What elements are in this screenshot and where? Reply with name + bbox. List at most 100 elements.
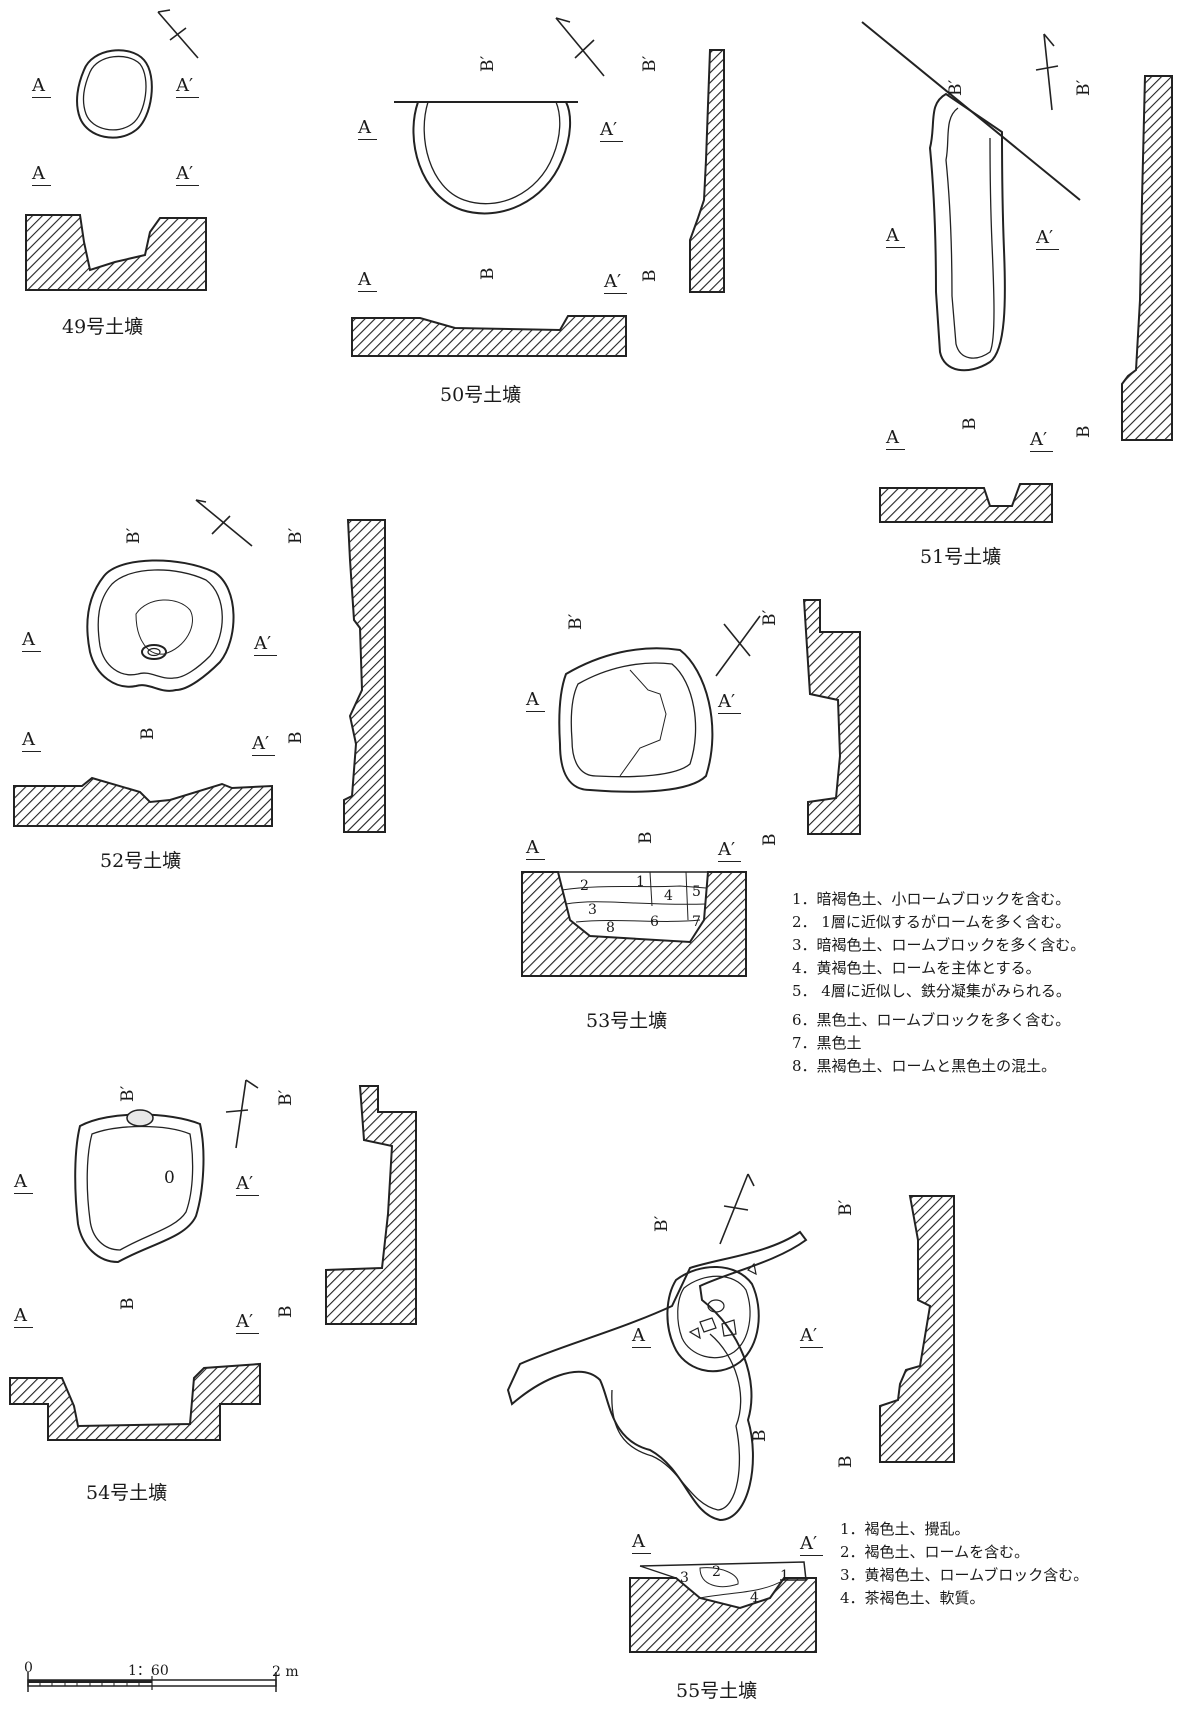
- pit-53-layer-2: 2: [580, 878, 589, 894]
- pit-52-caption: 52号土壙: [100, 850, 182, 872]
- pit-52-label-a: A: [22, 630, 41, 652]
- pit-53-caption: 53号土壙: [586, 1010, 668, 1032]
- pit-54-label-a: A: [14, 1172, 33, 1194]
- pit-49-section: [25, 214, 207, 291]
- pit-53-label-a-prime: A′: [718, 692, 742, 714]
- pit-55-layer-2: 2: [712, 1564, 721, 1580]
- pit-53-layer-6: 6: [650, 914, 659, 930]
- pit-49-label-a-prime: A′: [176, 76, 200, 98]
- pit-54-side-section: [325, 1085, 417, 1325]
- pit-49-plan: [76, 49, 153, 139]
- pit-53-label-a: A: [526, 690, 545, 712]
- pit-52-label-a-prime: A′: [254, 634, 278, 656]
- pit-53-legend-item: 6．黒色土、ロームブロックを多く含む。: [792, 1011, 1071, 1029]
- pit-53-label-b-prime-top: B′: [566, 613, 586, 630]
- pit-53-legend-item: 2． 1層に近似するがロームを多く含む。: [792, 913, 1071, 931]
- pit-52-label-b-bottom: B: [138, 727, 158, 741]
- pit-52-section-label-a-prime: A′: [252, 734, 276, 756]
- pit-53-layer-7: 7: [692, 914, 701, 930]
- pit-51-section-label-a-prime: A′: [1030, 430, 1054, 452]
- pit-53-layer-1: 1: [636, 874, 645, 890]
- pit-49-section-label-a: A: [32, 164, 51, 186]
- pit-51-plan: [928, 92, 1006, 372]
- pit-55-section: [629, 1577, 817, 1653]
- scale-end-label: 2 m: [272, 1664, 299, 1680]
- north-arrow-54: [225, 1079, 259, 1149]
- pit-55-label-b-side: B: [836, 1455, 856, 1469]
- pit-54-label-b-prime-top: B′: [118, 1085, 138, 1102]
- pit-51-label-a-prime: A′: [1036, 228, 1060, 250]
- north-arrow-49: [157, 9, 199, 59]
- pit-53-layer-4: 4: [664, 888, 673, 904]
- pit-54-caption: 54号土壙: [86, 1482, 168, 1504]
- pit-49-caption: 49号土壙: [62, 316, 144, 338]
- pit-53-legend-item: 7．黒色土: [792, 1034, 862, 1052]
- scale-bar: [27, 1672, 277, 1692]
- pit-55-legend: 1．褐色土、攪乱。 2．褐色土、ロームを含む。 3．黄褐色土、ロームブロック含む…: [840, 1518, 1088, 1610]
- pit-52-label-b-side: B: [286, 731, 306, 745]
- pit-55-label-a-prime: A′: [800, 1326, 824, 1348]
- pit-55-label-a: A: [632, 1326, 651, 1348]
- pit-53-section-label-a: A: [526, 838, 545, 860]
- pit-51-section-label-a: A: [886, 428, 905, 450]
- pit-53-legend-item: 1．暗褐色土、小ロームブロックを含む。: [792, 890, 1071, 908]
- pit-54-plan: [74, 1109, 205, 1264]
- north-arrow-55: [719, 1173, 755, 1245]
- pit-50-label-b-side: B: [640, 269, 660, 283]
- pit-53-layer-8: 8: [606, 920, 615, 936]
- pit-50-plan: [394, 101, 578, 215]
- pit-50-label-b-prime-side: B′: [640, 55, 660, 72]
- north-arrow-50: [555, 17, 605, 77]
- pit-54-section: [9, 1362, 261, 1441]
- pit-55-legend-item: 1．褐色土、攪乱。: [840, 1520, 970, 1538]
- pit-52-label-b-prime-side: B′: [286, 527, 306, 544]
- pit-53-section-label-a-prime: A′: [718, 840, 742, 862]
- north-arrow-53: [715, 615, 761, 677]
- pit-50-side-section: [689, 49, 725, 293]
- pit-50-label-a-prime: A′: [600, 120, 624, 142]
- north-arrow-51: [1035, 33, 1059, 111]
- pit-53-legend-item: 5． 4層に近似し、鉄分凝集がみられる。: [792, 982, 1071, 1000]
- pit-51-label-b-prime-top: B′: [946, 79, 966, 96]
- pit-51-label-b-bottom: B: [960, 417, 980, 431]
- pit-53-layer-3: 3: [588, 902, 597, 918]
- pit-54-label-b-side: B: [276, 1305, 296, 1319]
- pit-55-layer-3: 3: [680, 1570, 689, 1586]
- pit-52-plan: [86, 559, 235, 692]
- pit-53-label-b-bottom: B: [636, 831, 656, 845]
- pit-52-side-section: [343, 519, 386, 833]
- pit-55-legend-item: 4．茶褐色土、軟質。: [840, 1589, 985, 1607]
- pit-53-section: [521, 871, 747, 977]
- pit-53-section-layers: [558, 871, 708, 923]
- pit-53-legend-item: 3．暗褐色土、ロームブロックを多く含む。: [792, 936, 1086, 954]
- pit-55-layer-4: 4: [750, 1590, 759, 1606]
- pit-54-mark: 0: [164, 1168, 175, 1188]
- pit-51-label-b-prime-side: B′: [1074, 79, 1094, 96]
- pit-51-label-b-side: B: [1074, 425, 1094, 439]
- pit-55-side-section: [879, 1195, 955, 1463]
- pit-54-label-b-bottom: B: [118, 1297, 138, 1311]
- pit-52-section-label-a: A: [22, 730, 41, 752]
- pit-55-label-b-prime-top: B′: [652, 1215, 672, 1232]
- pit-55-legend-item: 2．褐色土、ロームを含む。: [840, 1543, 1030, 1561]
- pit-50-section-label-a-prime: A′: [604, 272, 628, 294]
- pit-55-legend-item: 3．黄褐色土、ロームブロック含む。: [840, 1566, 1089, 1584]
- pit-50-section: [351, 315, 627, 357]
- north-arrow-52: [195, 499, 253, 547]
- pit-51-section: [879, 483, 1053, 523]
- pit-55-label-b-prime-side: B′: [836, 1199, 856, 1216]
- pit-55-plan: [506, 1230, 808, 1522]
- pit-55-label-b-bottom: B: [750, 1429, 770, 1443]
- pit-50-caption: 50号土壙: [440, 384, 522, 406]
- scale-start-label: 0: [24, 1660, 33, 1676]
- pit-54-section-label-a: A: [14, 1306, 33, 1328]
- pit-49-section-label-a-prime: A′: [176, 164, 200, 186]
- pit-51-label-a: A: [886, 226, 905, 248]
- pit-51-side-section: [1121, 75, 1173, 441]
- pit-54-label-a-prime: A′: [236, 1174, 260, 1196]
- pit-53-label-b-prime-side: B′: [760, 609, 780, 626]
- pit-52-label-b-prime-top: B′: [124, 527, 144, 544]
- pit-55-section-label-a: A: [632, 1532, 651, 1554]
- pit-53-legend-item: 8．黒褐色土、ロームと黒色土の混土。: [792, 1057, 1057, 1075]
